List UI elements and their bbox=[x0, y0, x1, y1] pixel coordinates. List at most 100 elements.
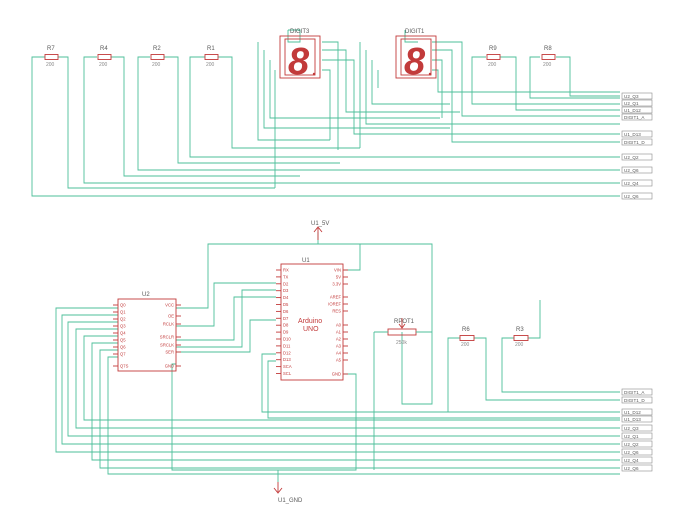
resistor-r7[interactable]: R7 200 bbox=[44, 46, 59, 68]
net-label[interactable]: U2_Q6 bbox=[621, 192, 653, 200]
svg-text:U2_Q2: U2_Q2 bbox=[624, 442, 639, 447]
top-wires bbox=[31, 29, 620, 197]
u1-pin-label[interactable]: A2 bbox=[336, 337, 342, 342]
u1-pin-label[interactable]: D7 bbox=[283, 316, 289, 321]
u2-pin-label[interactable]: Q7S bbox=[120, 364, 129, 369]
u1-arduino[interactable]: U1 Arduino UNO RXTXD2D3D4D5D6D7D8D9D10D1… bbox=[276, 258, 348, 381]
u2-pin-label[interactable]: Q0 bbox=[120, 303, 126, 308]
resistor-r4[interactable]: R4 200 bbox=[97, 46, 112, 68]
u1-pin-label[interactable]: 5V bbox=[336, 275, 341, 280]
u2-pin-label[interactable]: Q3 bbox=[120, 324, 126, 329]
u1-pin-label[interactable]: A3 bbox=[336, 344, 342, 349]
potentiometer-rpot1[interactable]: RPOT1 250k bbox=[374, 318, 432, 346]
svg-text:U2_Q3: U2_Q3 bbox=[624, 94, 639, 99]
net-label[interactable]: U2_Q6 bbox=[621, 464, 653, 472]
net-label[interactable]: U2_Q4 bbox=[621, 179, 653, 187]
rpot1-value: 250k bbox=[396, 340, 407, 346]
u2-pin-label[interactable]: Q4 bbox=[120, 331, 126, 336]
net-label[interactable]: U2_Q1 bbox=[621, 432, 653, 440]
u1-pin-label[interactable]: A4 bbox=[336, 351, 342, 356]
r7-ref: R7 bbox=[47, 46, 55, 52]
net-label[interactable]: U2_Q4 bbox=[621, 456, 653, 464]
u1-pin-label[interactable]: D13 bbox=[283, 357, 291, 362]
gnd-symbol[interactable]: U1_GND bbox=[273, 482, 303, 504]
net-label[interactable]: U2_Q2 bbox=[621, 153, 653, 161]
u2-pin-label[interactable]: SRCLR bbox=[160, 335, 174, 340]
net-label[interactable]: DIGIT1_D bbox=[621, 396, 653, 404]
net-label[interactable]: DIGIT1_D bbox=[621, 138, 653, 146]
u2-pin-label[interactable]: RCLK bbox=[163, 322, 174, 327]
net-label[interactable]: U1_D13 bbox=[621, 415, 653, 423]
u2-pin-label[interactable]: SRCLK bbox=[160, 343, 174, 348]
net-label[interactable]: U2_Q6 bbox=[621, 448, 653, 456]
u2-pin-label[interactable]: SER bbox=[165, 350, 174, 355]
u1-pin-label[interactable]: A0 bbox=[336, 323, 342, 328]
u1-pin-label[interactable]: D9 bbox=[283, 330, 289, 335]
u2-pin-label[interactable]: Q6 bbox=[120, 345, 126, 350]
u2-pin-label[interactable]: VCC bbox=[165, 303, 174, 308]
r4-ref: R4 bbox=[100, 46, 108, 52]
net-label[interactable]: U2_Q3 bbox=[621, 424, 653, 432]
u1-pin-label[interactable]: TX bbox=[283, 274, 289, 279]
u1-pin-label[interactable]: AREF bbox=[330, 295, 342, 300]
svg-text:U2_Q6: U2_Q6 bbox=[624, 450, 639, 455]
u1-pin-label[interactable]: D12 bbox=[283, 350, 291, 355]
u2-pin-label[interactable]: Q7 bbox=[120, 352, 126, 357]
u2-ref: U2 bbox=[142, 292, 150, 298]
u1-pin-label[interactable]: 3.3V bbox=[332, 282, 341, 287]
net-label[interactable]: DIGIT1_A bbox=[621, 388, 653, 396]
u1-pin-label[interactable]: D11 bbox=[283, 343, 291, 348]
u1-pin-label[interactable]: SCA bbox=[283, 364, 292, 369]
digit3-glyph: 8 bbox=[288, 41, 310, 83]
resistor-r2[interactable]: R2 200 bbox=[150, 46, 165, 68]
net-label[interactable]: U2_Q6 bbox=[621, 166, 653, 174]
u1-pin-label[interactable]: D3 bbox=[283, 288, 289, 293]
net-label[interactable]: U2_Q3 bbox=[621, 92, 653, 100]
u1-pin-label[interactable]: D4 bbox=[283, 295, 289, 300]
resistor-r1[interactable]: R1 200 bbox=[204, 46, 219, 68]
net-label[interactable]: U1_D12 bbox=[621, 106, 653, 114]
vcc-symbol[interactable]: U1_5V bbox=[311, 221, 329, 240]
u1-pin-label[interactable]: D8 bbox=[283, 323, 289, 328]
svg-text:U1_D13: U1_D13 bbox=[624, 132, 641, 137]
rpot1-ref: RPOT1 bbox=[394, 319, 415, 325]
u2-pin-label[interactable]: OE bbox=[168, 314, 174, 319]
u1-pin-label[interactable]: SCL bbox=[283, 371, 292, 376]
u1-pin-label[interactable]: D5 bbox=[283, 302, 289, 307]
u2-pin-label[interactable]: GND bbox=[165, 364, 174, 369]
svg-text:U2_Q6: U2_Q6 bbox=[624, 194, 639, 199]
u1-pin-label[interactable]: D2 bbox=[283, 281, 289, 286]
u2-pin-label[interactable]: Q5 bbox=[120, 338, 126, 343]
u1-pin-label[interactable]: D6 bbox=[283, 309, 289, 314]
resistor-r8[interactable]: R8 200 bbox=[541, 46, 556, 68]
u1-pin-label[interactable]: RX bbox=[283, 268, 289, 273]
u1-pin-label[interactable]: GND bbox=[332, 372, 341, 377]
r3-value: 200 bbox=[515, 342, 524, 348]
net-label[interactable]: DIGIT1_A bbox=[621, 113, 653, 121]
net-label[interactable]: U2_Q1 bbox=[621, 99, 653, 107]
u1-pin-label[interactable]: VIN bbox=[334, 268, 341, 273]
svg-text:DIGIT1_D: DIGIT1_D bbox=[624, 398, 645, 403]
resistor-r9[interactable]: R9 200 bbox=[486, 46, 501, 68]
resistor-r3[interactable]: R3 200 bbox=[513, 327, 529, 348]
svg-text:DIGIT1_A: DIGIT1_A bbox=[624, 390, 645, 395]
u2-pin-label[interactable]: Q1 bbox=[120, 310, 126, 315]
digit3-ref: DIGIT3 bbox=[290, 29, 310, 35]
u1-pin-label[interactable]: D10 bbox=[283, 337, 291, 342]
digit3-display[interactable]: DIGIT3 8 bbox=[279, 29, 321, 83]
resistor-r6[interactable]: R6 200 bbox=[459, 327, 475, 348]
u1-pin-label[interactable]: RES bbox=[332, 309, 341, 314]
net-label[interactable]: U1_D13 bbox=[621, 130, 653, 138]
u1-pin-label[interactable]: IOREF bbox=[328, 302, 341, 307]
u1-pin-label[interactable]: A1 bbox=[336, 330, 342, 335]
net-label[interactable]: U1_D12 bbox=[621, 408, 653, 416]
r4-value: 200 bbox=[99, 62, 108, 68]
digit1-display[interactable]: DIGIT1 8 bbox=[395, 29, 437, 83]
bottom-wires bbox=[55, 232, 620, 482]
u2-pin-label[interactable]: Q2 bbox=[120, 317, 126, 322]
net-label[interactable]: U2_Q2 bbox=[621, 440, 653, 448]
u1-pin-label[interactable]: A5 bbox=[336, 358, 342, 363]
